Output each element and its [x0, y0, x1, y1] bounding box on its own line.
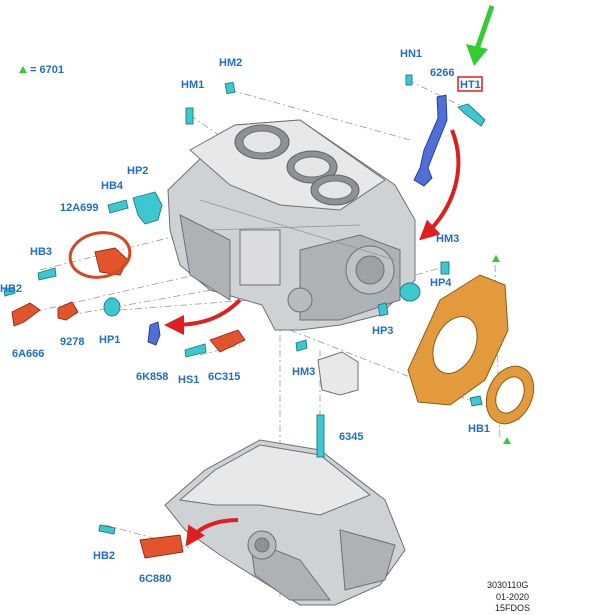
label-hb2-top: HB2 — [0, 283, 22, 295]
label-hb1: HB1 — [468, 423, 490, 435]
label-ht1: HT1 — [460, 79, 481, 91]
cylinder-block — [167, 119, 416, 331]
figure-code-block: 3030110G 01-2020 15FDOS — [487, 580, 530, 613]
seal-ring — [485, 365, 535, 425]
figure-code: 3030110G — [487, 580, 528, 590]
legend-triangle-icon — [19, 66, 27, 73]
label-hs1: HS1 — [178, 374, 199, 386]
label-hp1: HP1 — [99, 334, 120, 346]
legend-triangle-6701-bottom — [503, 437, 511, 444]
label-hn1: HN1 — [400, 48, 422, 60]
sensor-6k858 — [147, 321, 161, 346]
label-hm3-left: HM3 — [292, 366, 315, 378]
label-9278: 9278 — [60, 336, 84, 348]
label-hp2: HP2 — [127, 165, 148, 177]
label-hp4: HP4 — [430, 277, 452, 289]
label-hb2-bottom: HB2 — [93, 550, 115, 562]
label-6a666: 6A666 — [12, 348, 44, 360]
label-hm3-right: HM3 — [436, 233, 459, 245]
red-sensors — [11, 231, 246, 559]
ht1-highlight-box — [457, 76, 483, 92]
label-hm2: HM2 — [219, 57, 242, 69]
label-hm1: HM1 — [181, 79, 204, 91]
cyan-fasteners — [3, 74, 486, 535]
legend-triangle-6701-top — [492, 255, 500, 262]
label-hp3: HP3 — [372, 325, 393, 337]
part-labels: HN1 6266 HT1 HM2 HM1 HP2 HB4 12A699 HB3 … — [0, 48, 490, 585]
label-6c315: 6C315 — [208, 371, 240, 383]
figure-date: 01-2020 — [496, 592, 529, 602]
red-arrows — [164, 129, 461, 547]
label-6k858: 6K858 — [136, 371, 168, 383]
timing-cover-plate — [407, 274, 509, 406]
label-12a699: 12A699 — [60, 202, 99, 214]
label-hb3: HB3 — [30, 246, 52, 258]
label-6345: 6345 — [339, 431, 363, 443]
lower-crankcase — [164, 439, 406, 606]
legend-text: = 6701 — [30, 64, 64, 76]
figure-model: 15FDOS — [495, 603, 530, 613]
label-6266: 6266 — [430, 67, 454, 79]
green-arrow — [466, 5, 495, 66]
bearing-cap — [317, 351, 359, 396]
bracket-6266 — [413, 94, 448, 187]
label-hb4: HB4 — [101, 180, 124, 192]
label-6c880: 6C880 — [139, 573, 171, 585]
